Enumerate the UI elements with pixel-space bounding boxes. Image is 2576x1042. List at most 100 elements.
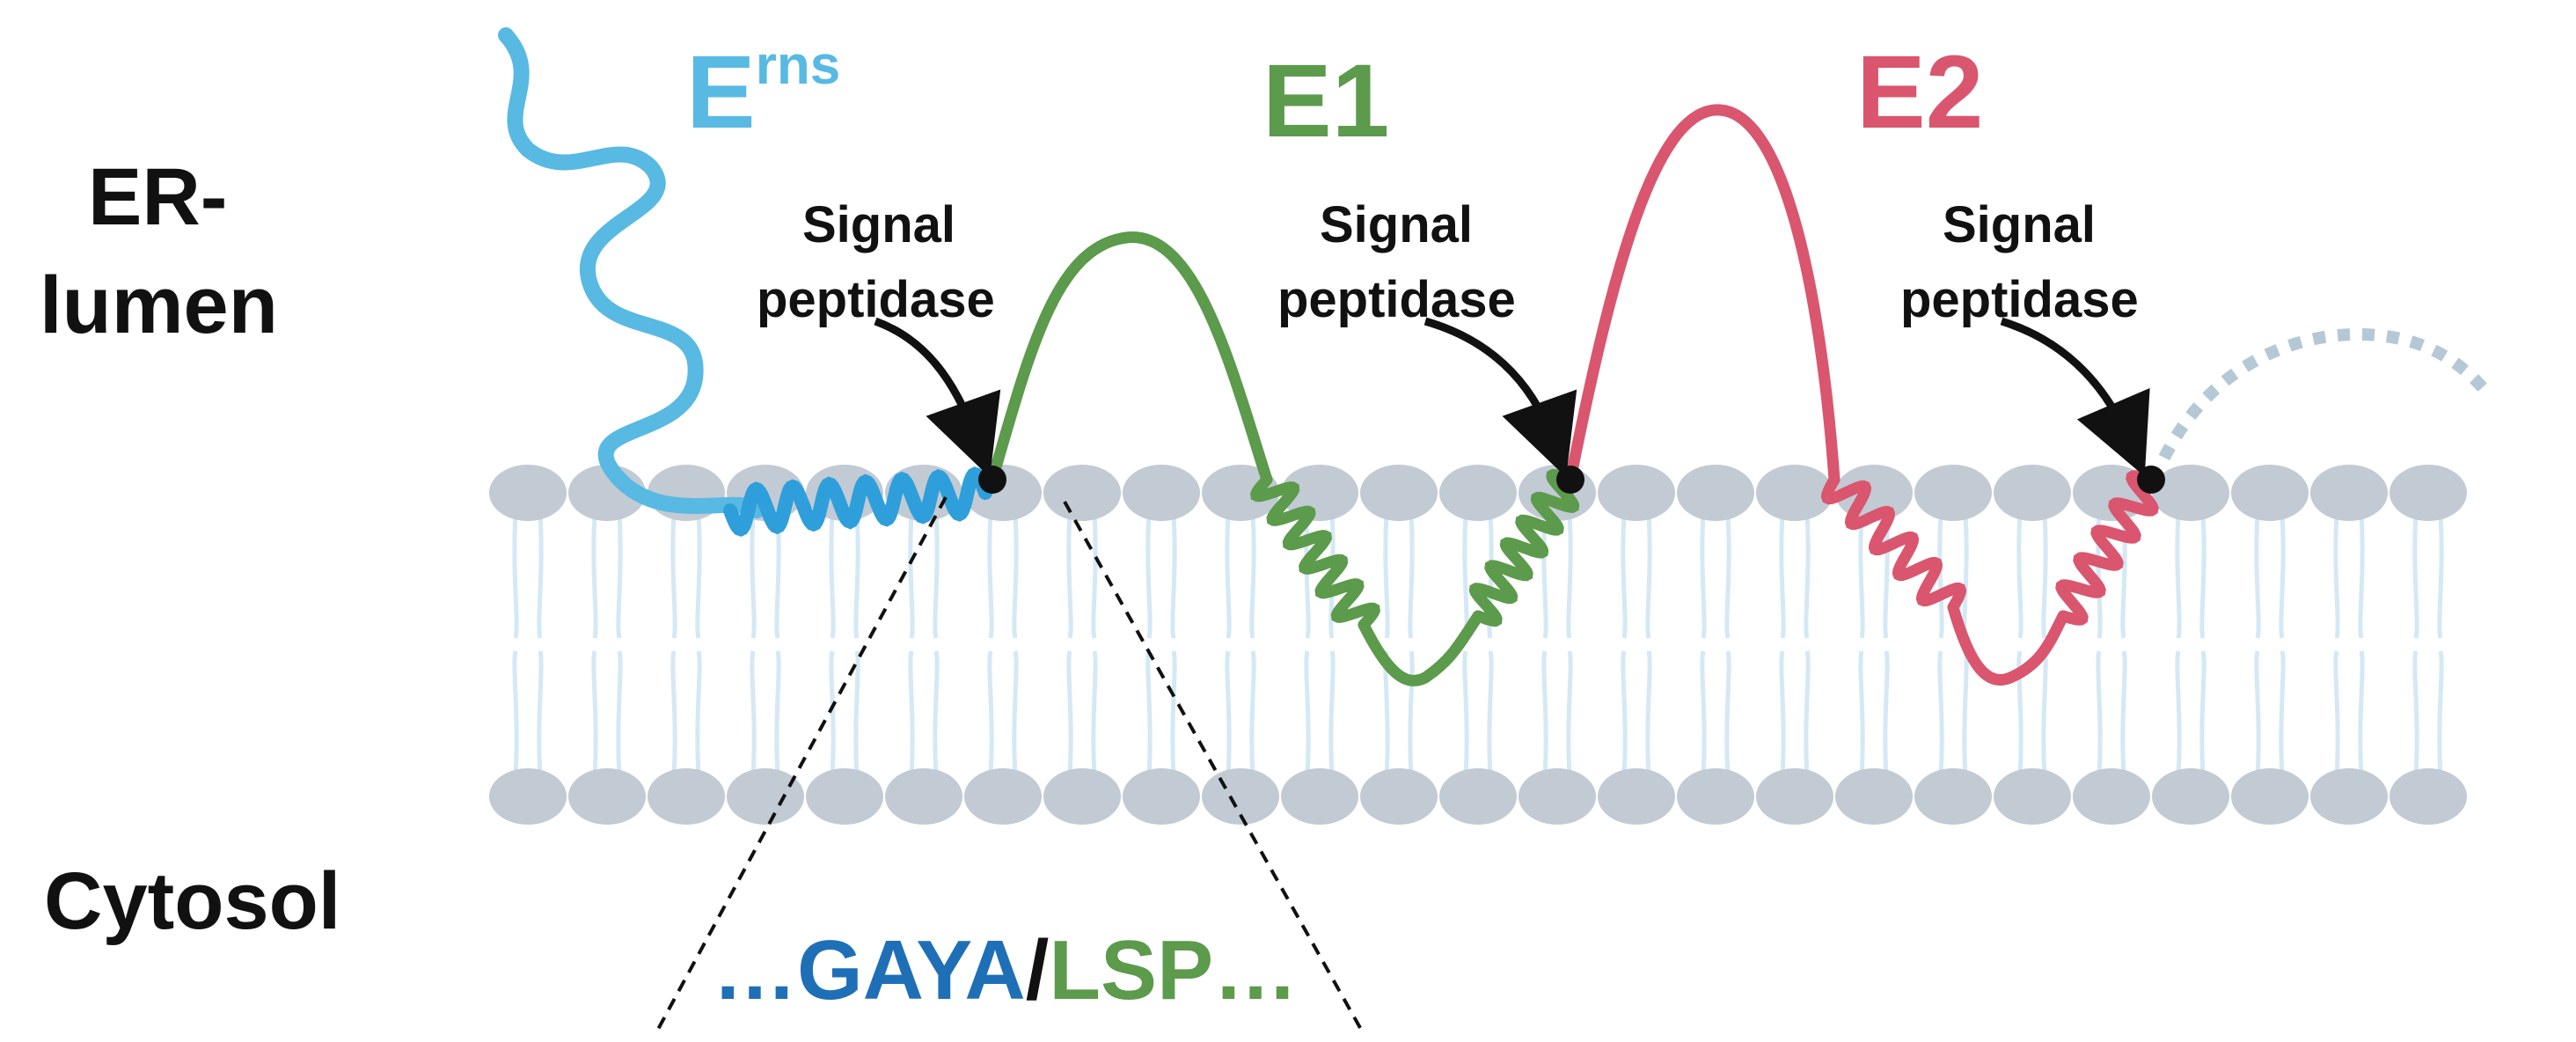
- lipid-tail: [512, 650, 519, 775]
- lipid-head: [648, 768, 725, 825]
- lipid-head: [2231, 768, 2309, 825]
- lipid-tail: [1304, 514, 1311, 639]
- lipid-tail: [1145, 650, 1153, 775]
- lipid-tail: [1012, 650, 1019, 775]
- lipid-head: [1360, 768, 1438, 825]
- lipid-tail: [1858, 650, 1865, 775]
- lipid-tail: [512, 514, 519, 639]
- lipid-tail: [591, 650, 598, 775]
- lipid-head: [964, 768, 1042, 825]
- lipid-tail: [853, 650, 860, 775]
- protein-label-e1: E1: [1262, 43, 1389, 159]
- lipid-tail: [1779, 514, 1786, 639]
- lipid-head: [2310, 465, 2388, 521]
- lipid-head: [1994, 768, 2071, 825]
- lipid-head: [1677, 465, 1754, 521]
- lipid-tail: [1962, 650, 1969, 775]
- lipid-tail: [1225, 650, 1232, 775]
- downstream-chain-continuation: [2158, 327, 2495, 461]
- lipid-tail: [1937, 650, 1944, 775]
- lipid-head: [806, 768, 883, 825]
- lipid-head: [1123, 465, 1200, 521]
- lipid-head: [727, 768, 804, 825]
- e1-lumenal-loop: [986, 231, 1273, 486]
- lipid-tail: [2437, 650, 2444, 775]
- lipid-head: [489, 768, 567, 825]
- cleavage-site-e1-e2: [1556, 466, 1584, 494]
- lipid-tail: [1462, 514, 1469, 639]
- lipid-tail: [2199, 514, 2206, 639]
- lipid-tail: [1408, 514, 1415, 639]
- lipid-tail: [2016, 514, 2023, 639]
- lipid-tail: [1066, 650, 1073, 775]
- lipid-head: [1281, 768, 1358, 825]
- lipid-tail: [2175, 514, 2182, 639]
- lipid-tail: [2333, 514, 2340, 639]
- lipid-tail: [1566, 650, 1573, 775]
- lipid-head: [2152, 768, 2229, 825]
- lipid-head: [1756, 768, 1833, 825]
- lipid-tail: [1487, 650, 1494, 775]
- protein-label-e2: E2: [1856, 34, 1983, 150]
- lipid-tail: [1937, 514, 1944, 639]
- lipid-tail: [695, 514, 702, 639]
- lipid-head: [1360, 465, 1438, 521]
- lipid-tail: [829, 650, 836, 775]
- lipid-tail: [616, 650, 623, 775]
- lipid-tail: [1304, 650, 1311, 775]
- lipid-head: [1835, 768, 1913, 825]
- region-label-cytosol: Cytosol: [44, 856, 340, 946]
- e2-transmembrane-helix-2: [2055, 470, 2159, 626]
- lipid-tail: [670, 650, 677, 775]
- lipid-tail: [1883, 514, 1890, 639]
- lipid-head: [2310, 768, 2388, 825]
- lipid-tail: [1724, 650, 1731, 775]
- lipid-tail: [1621, 514, 1628, 639]
- lipid-head: [568, 768, 646, 825]
- lipid-head: [1439, 465, 1517, 521]
- enzyme-label-2-line1: Signal: [1320, 196, 1473, 253]
- lipid-tail: [2412, 514, 2419, 639]
- lipid-head: [1202, 465, 1279, 521]
- lipid-tail: [591, 514, 598, 639]
- lipid-tail: [1541, 650, 1548, 775]
- lipid-head: [885, 768, 962, 825]
- lipid-tail: [2096, 650, 2103, 775]
- erns-membrane-helix: [723, 466, 992, 537]
- lipid-tail: [1170, 650, 1177, 775]
- lipid-head: [489, 465, 567, 521]
- cleavage-site-erns-e1: [978, 466, 1006, 494]
- enzyme-label-1-line1: Signal: [802, 196, 955, 253]
- lipid-tail: [1383, 514, 1390, 639]
- lipid-head: [1994, 465, 2071, 521]
- lipid-head: [1914, 465, 1992, 521]
- lipid-head: [2389, 768, 2467, 825]
- lipid-tail: [1804, 650, 1811, 775]
- e2-lumenal-loop: [1564, 104, 1841, 486]
- lipid-tail: [933, 650, 940, 775]
- lipid-tail: [1621, 650, 1628, 775]
- enzyme-label-3-line1: Signal: [1943, 196, 2096, 253]
- lipid-tail: [1091, 514, 1098, 639]
- e1-transmembrane-helix-2: [1468, 468, 1580, 627]
- lipid-head: [1439, 768, 1517, 825]
- lipid-tail: [537, 650, 544, 775]
- e1-cytosolic-loop: [1358, 610, 1484, 686]
- lipid-tail: [2412, 650, 2419, 775]
- lipid-heads-lower-leaflet: [489, 768, 2467, 825]
- lipid-tail: [1724, 514, 1731, 639]
- lipid-tail: [1645, 514, 1652, 639]
- lipid-tail: [1170, 514, 1177, 639]
- lipid-tails: [512, 514, 2444, 775]
- e2-transmembrane-helix-1: [1820, 473, 1967, 613]
- protein-label-erns: Erns: [686, 34, 840, 150]
- lipid-tail: [1700, 650, 1707, 775]
- enzyme-label-2-line2: peptidase: [1277, 271, 1516, 328]
- lipid-tail: [853, 514, 860, 639]
- region-label-er-lumen-line1: ER-: [88, 152, 227, 242]
- lipid-head: [2231, 465, 2309, 521]
- lipid-tail: [750, 650, 757, 775]
- enzyme-label-3-line2: peptidase: [1900, 271, 2139, 328]
- lipid-tail: [1225, 514, 1232, 639]
